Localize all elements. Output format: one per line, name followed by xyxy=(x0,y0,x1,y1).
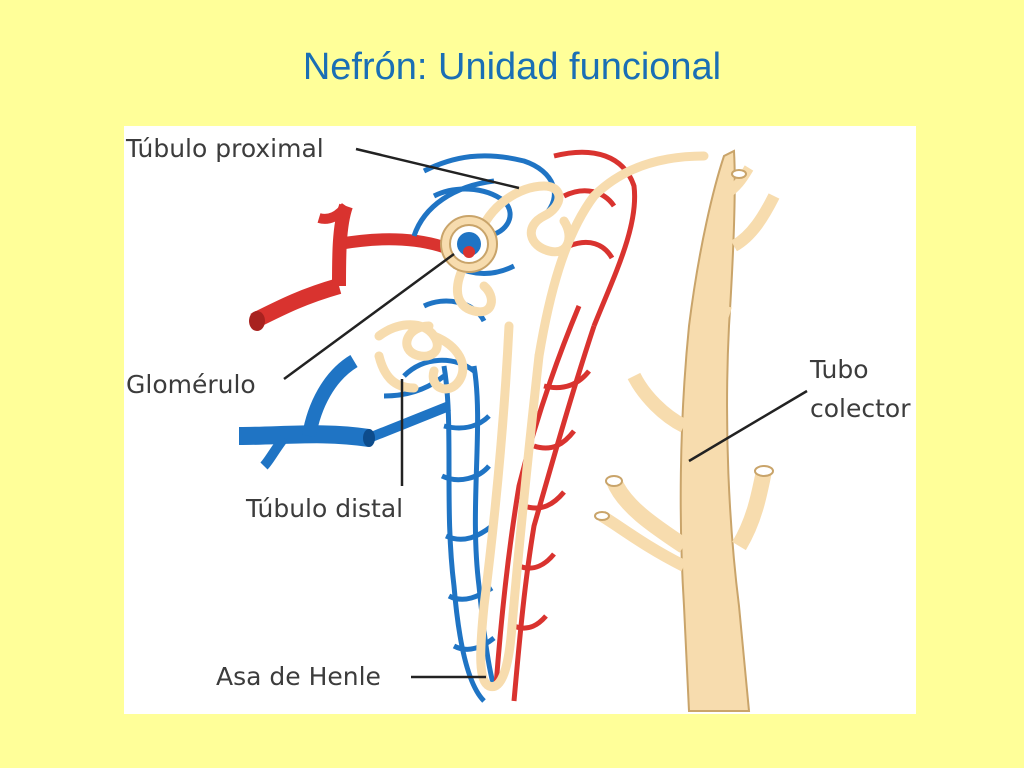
loop-of-henle xyxy=(476,151,709,692)
afferent-artery xyxy=(249,202,457,331)
convoluted-tubules xyxy=(374,181,574,394)
label-distal-tubule: Túbulo distal xyxy=(246,494,404,523)
leader-lines xyxy=(283,147,808,679)
peritubular-capillaries-arterial xyxy=(493,149,638,702)
label-collecting-duct-line2: colector xyxy=(810,394,911,423)
nephron-illustration xyxy=(238,147,808,712)
glomerulus xyxy=(440,215,498,273)
slide-title: Nefrón: Unidad funcional xyxy=(302,46,722,88)
leader-glomerulus xyxy=(283,252,455,381)
label-glomerulus: Glomérulo xyxy=(126,370,256,399)
renal-vein xyxy=(238,354,451,470)
label-loop-of-henle: Asa de Henle xyxy=(216,662,381,691)
collecting-duct xyxy=(594,149,780,712)
label-collecting-duct-line1: Tubo xyxy=(810,355,869,384)
leader-collecting-duct xyxy=(688,389,808,463)
label-proximal-tubule: Túbulo proximal xyxy=(126,134,324,163)
nephron-figure: Túbulo proximal Glomérulo Túbulo distal … xyxy=(124,126,916,714)
leader-proximal-tubule xyxy=(355,147,520,190)
